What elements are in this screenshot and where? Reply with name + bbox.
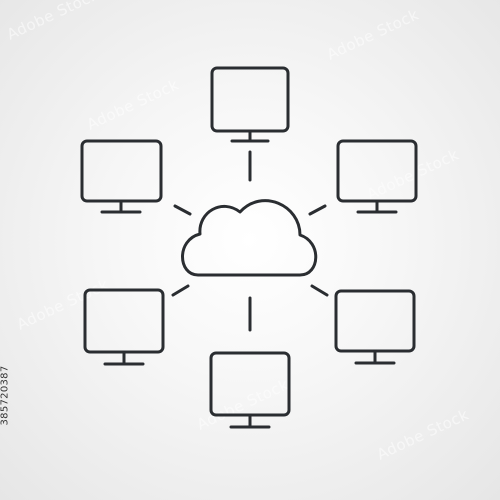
watermark-text: Adobe Stock — [324, 5, 422, 63]
stock-image-id-text: 385720387 — [0, 365, 11, 425]
cloud-icon — [181, 199, 318, 277]
monitor-icon — [210, 66, 290, 143]
watermark-text: Adobe Stock — [4, 0, 102, 44]
watermark-text: Adobe Stock — [194, 375, 292, 433]
connector-line-lower-right — [310, 284, 329, 297]
monitor-icon — [83, 288, 165, 366]
watermark-text: Adobe Stock — [84, 75, 182, 133]
watermark-text: Adobe Stock — [14, 275, 112, 333]
connector-line-upper-right — [308, 204, 327, 216]
connector-line-upper-left — [173, 204, 192, 216]
diagram-stroke-group — [80, 66, 418, 429]
watermark-text: Adobe Stock — [364, 145, 462, 203]
watermark-layer: Adobe Stock Adobe Stock Adobe Stock Adob… — [4, 0, 472, 464]
monitor-icon — [334, 289, 416, 365]
monitor-icon — [209, 351, 291, 429]
watermark-text: Adobe Stock — [374, 405, 472, 463]
connector-line-lower-left — [171, 284, 190, 297]
stock-image-id: 385720387 — [0, 290, 12, 500]
monitor-icon — [336, 139, 418, 214]
monitor-icon — [80, 139, 163, 214]
